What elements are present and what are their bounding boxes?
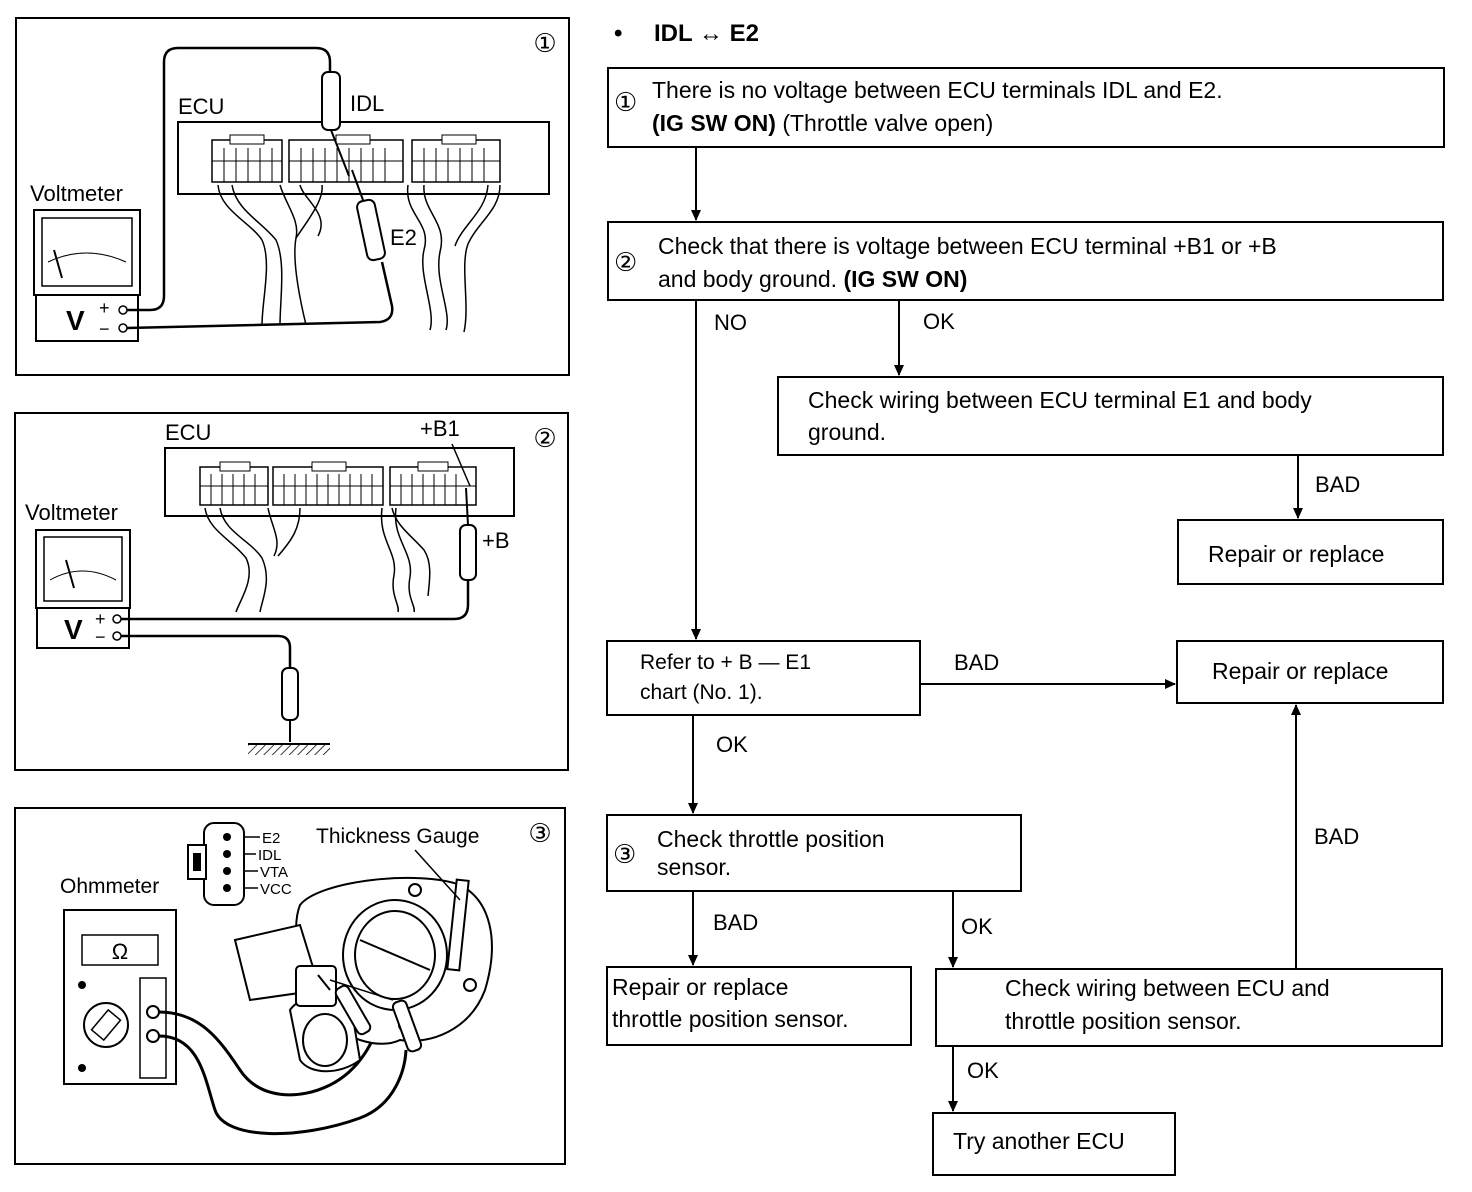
fig3-pin-e2: E2 (262, 830, 280, 847)
label-ok-refer: OK (716, 732, 748, 757)
figure-2-b1-voltage: ② ECU +B1 +B Voltmeter (14, 412, 569, 771)
fig1-plus-label: + (99, 298, 110, 318)
wiring-tps-line2: throttle position sensor. (1005, 1008, 1242, 1034)
fig3-sensor-connector: E2 IDL VTA VCC (187, 822, 292, 906)
fig1-ecu-unit (177, 121, 550, 195)
figure-1-idl-e2-voltage: ① ECU IDL E2 Voltmeter (15, 17, 570, 376)
wiring-e1-line1: Check wiring between ECU terminal E1 and… (808, 387, 1312, 413)
wiring-tps-line1: Check wiring between ECU and (1005, 975, 1330, 1001)
fig3-ohmmeter: Ω (63, 909, 177, 1085)
fig2-v-symbol: V (64, 614, 83, 645)
label-bad-refer: BAD (954, 650, 999, 675)
fig3-omega-symbol: Ω (112, 939, 128, 964)
fig2-ground-probe (281, 667, 299, 742)
fig2-ecu-label: ECU (165, 420, 211, 445)
fig2-voltmeter: V + − (35, 529, 131, 649)
fig1-idl-probe (321, 71, 350, 177)
box-repair-tps (606, 966, 912, 1046)
fig2-minus-label: − (95, 627, 106, 647)
figure-3-number: ③ (528, 818, 551, 848)
fig2-test-leads (121, 580, 470, 668)
step2-text: and body ground. (658, 266, 844, 292)
repair-tps-line1: Repair or replace (612, 974, 789, 1000)
label-bad-step3: BAD (713, 910, 758, 935)
fig3-pin-vcc: VCC (260, 881, 292, 898)
fig3-test-leads (158, 1010, 408, 1136)
repair1-text: Repair or replace (1208, 541, 1385, 567)
box-refer (606, 640, 921, 716)
try-ecu-text: Try another ECU (953, 1128, 1125, 1154)
box-try-ecu (932, 1112, 1176, 1176)
fig1-idl-label: IDL (350, 91, 384, 116)
fig1-ecu-label: ECU (178, 94, 224, 119)
step2-line1: Check that there is voltage between ECU … (658, 233, 1277, 259)
box-wiring-e1 (777, 376, 1444, 456)
fig2-b1-label: +B1 (420, 416, 460, 441)
box-repair2 (1176, 640, 1444, 704)
box-step1 (607, 67, 1445, 148)
step3-line2: sensor. (657, 854, 732, 880)
fig1-e2-probe (351, 169, 386, 262)
header-title: IDL ↔ E2 (654, 20, 759, 47)
figure-3-throttle-sensor-check: ③ Thickness Gauge Ohmmeter E2 IDL VTA VC… (14, 807, 566, 1165)
flowchart: • IDL ↔ E2 NO OK BAD BAD OK (606, 20, 1445, 1176)
fig3-thickness-gauge-label: Thickness Gauge (316, 825, 479, 848)
fig1-voltmeter: V + − (33, 209, 141, 342)
refer-line1: Refer to + B — E1 (640, 651, 811, 674)
fig2-wire-harness (204, 507, 431, 613)
fig1-e2-label: E2 (390, 225, 417, 250)
figure-2-number: ② (533, 423, 556, 453)
step1-condition: (IG SW ON) (652, 110, 776, 136)
label-bad-wiring-e1: BAD (1315, 472, 1360, 497)
step2-condition: (IG SW ON) (843, 266, 968, 292)
step2-number: ② (614, 247, 638, 277)
step1-number: ① (614, 87, 638, 117)
fig1-wire-harness (217, 184, 501, 333)
step3-number: ③ (613, 839, 637, 869)
box-step2 (607, 221, 1444, 301)
flow-connectors (688, 147, 1303, 1112)
label-ok-wiring-tps: OK (967, 1058, 999, 1083)
step1-note: (Throttle valve open) (775, 110, 994, 136)
box-wiring-tps (935, 968, 1443, 1047)
fig3-throttle-body (233, 877, 493, 1073)
fig1-minus-label: − (99, 319, 110, 339)
fig2-b-probe (451, 443, 477, 581)
fig2-plus-label: + (95, 609, 106, 629)
fig1-voltmeter-label: Voltmeter (30, 181, 123, 206)
step1-line2: (IG SW ON) (Throttle valve open) (652, 107, 993, 139)
repair-tps-line2: throttle position sensor. (612, 1006, 849, 1032)
refer-line2: chart (No. 1). (640, 681, 763, 704)
fig3-pin-vta: VTA (260, 864, 288, 881)
fig2-ecu-unit (164, 447, 515, 517)
label-ok-step3: OK (961, 914, 993, 939)
fig2-voltmeter-label: Voltmeter (25, 500, 118, 525)
fig1-v-symbol: V (66, 305, 85, 336)
step3-line1: Check throttle position (657, 826, 885, 852)
box-repair1 (1177, 519, 1444, 585)
fig3-probes (317, 974, 423, 1053)
wiring-e1-line2: ground. (808, 419, 887, 445)
box-step3 (606, 814, 1022, 892)
label-ok-step2: OK (923, 309, 955, 334)
fig3-gauge-leader (414, 849, 461, 901)
label-bad-wiring-tps: BAD (1314, 824, 1359, 849)
fig3-ohmmeter-label: Ohmmeter (60, 875, 159, 898)
header-bullet: • (614, 20, 622, 47)
step2-line2: and body ground. (IG SW ON) (658, 263, 967, 295)
repair2-text: Repair or replace (1212, 658, 1389, 684)
fig1-test-leads (126, 46, 394, 330)
figure-1-number: ① (533, 28, 556, 58)
label-no: NO (714, 310, 747, 335)
fig2-body-ground-symbol (248, 743, 330, 755)
fig2-b-label: +B (482, 528, 510, 553)
step1-line1: There is no voltage between ECU terminal… (652, 77, 1223, 103)
fig3-pin-idl: IDL (258, 847, 281, 864)
